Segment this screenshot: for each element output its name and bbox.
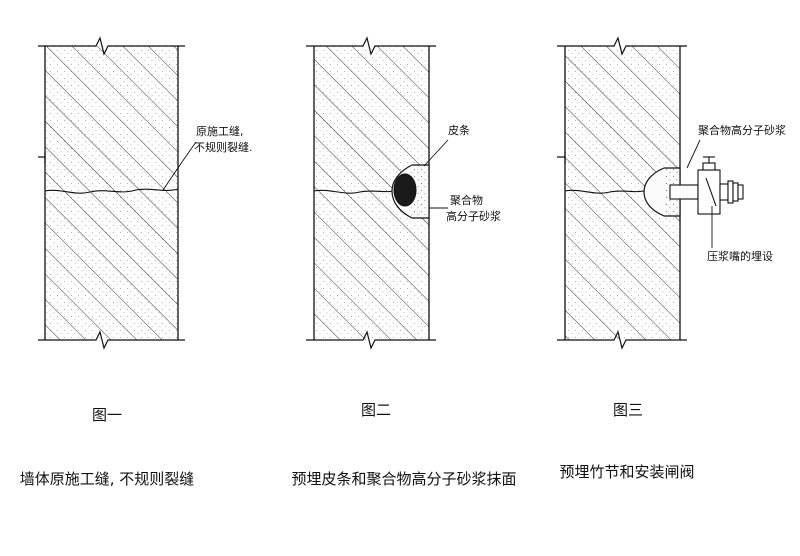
figure-2-caption: 图二 — [361, 401, 391, 419]
construction-joint-crack-2 — [313, 189, 399, 194]
break-lines-2 — [306, 36, 436, 350]
callout-grout-nozzle: 压浆嘴的埋设 — [707, 249, 773, 263]
callout-construction-joint: 原施工缝, — [196, 124, 244, 138]
rubber-strip — [393, 173, 417, 207]
construction-joint-crack-1 — [44, 188, 179, 194]
callout-irregular-crack: 不规则裂缝. — [194, 140, 253, 154]
wall-section-1 — [44, 46, 179, 340]
callout-polymer: 聚合物 — [450, 193, 483, 207]
leader-line-polymer-mortar-3 — [686, 139, 701, 169]
figure-2: 皮条 聚合物 高分子砂浆 图二 预埋皮条和聚合物高分子砂浆抹面 — [291, 36, 517, 488]
figure-1: 原施工缝, 不规则裂缝. 图一 墙体原施工缝, 不规则裂缝 — [20, 36, 253, 488]
grout-nozzle-valve — [669, 156, 744, 215]
figure-3: 聚合物高分子砂浆 压浆嘴的埋设 图三 预埋竹节和安装闸阀 — [557, 36, 786, 481]
figure-1-caption: 图一 — [92, 406, 122, 424]
callout-rubber-strip: 皮条 — [448, 123, 470, 137]
figure-1-description: 墙体原施工缝, 不规则裂缝 — [20, 470, 195, 488]
callout-polymer-mortar: 高分子砂浆 — [446, 209, 501, 223]
leader-line-rubber-strip — [423, 139, 449, 167]
construction-joint-crack-3 — [564, 189, 649, 194]
break-lines-1 — [38, 36, 185, 350]
leader-line-crack — [162, 141, 197, 191]
figure-3-caption: 图三 — [613, 401, 643, 419]
wall-section-2 — [313, 46, 430, 340]
break-lines-3 — [557, 36, 687, 350]
figure-3-description: 预埋竹节和安装闸阀 — [559, 463, 694, 481]
figure-2-description: 预埋皮条和聚合物高分子砂浆抹面 — [291, 470, 516, 488]
callout-polymer-mortar-3: 聚合物高分子砂浆 — [698, 123, 786, 137]
